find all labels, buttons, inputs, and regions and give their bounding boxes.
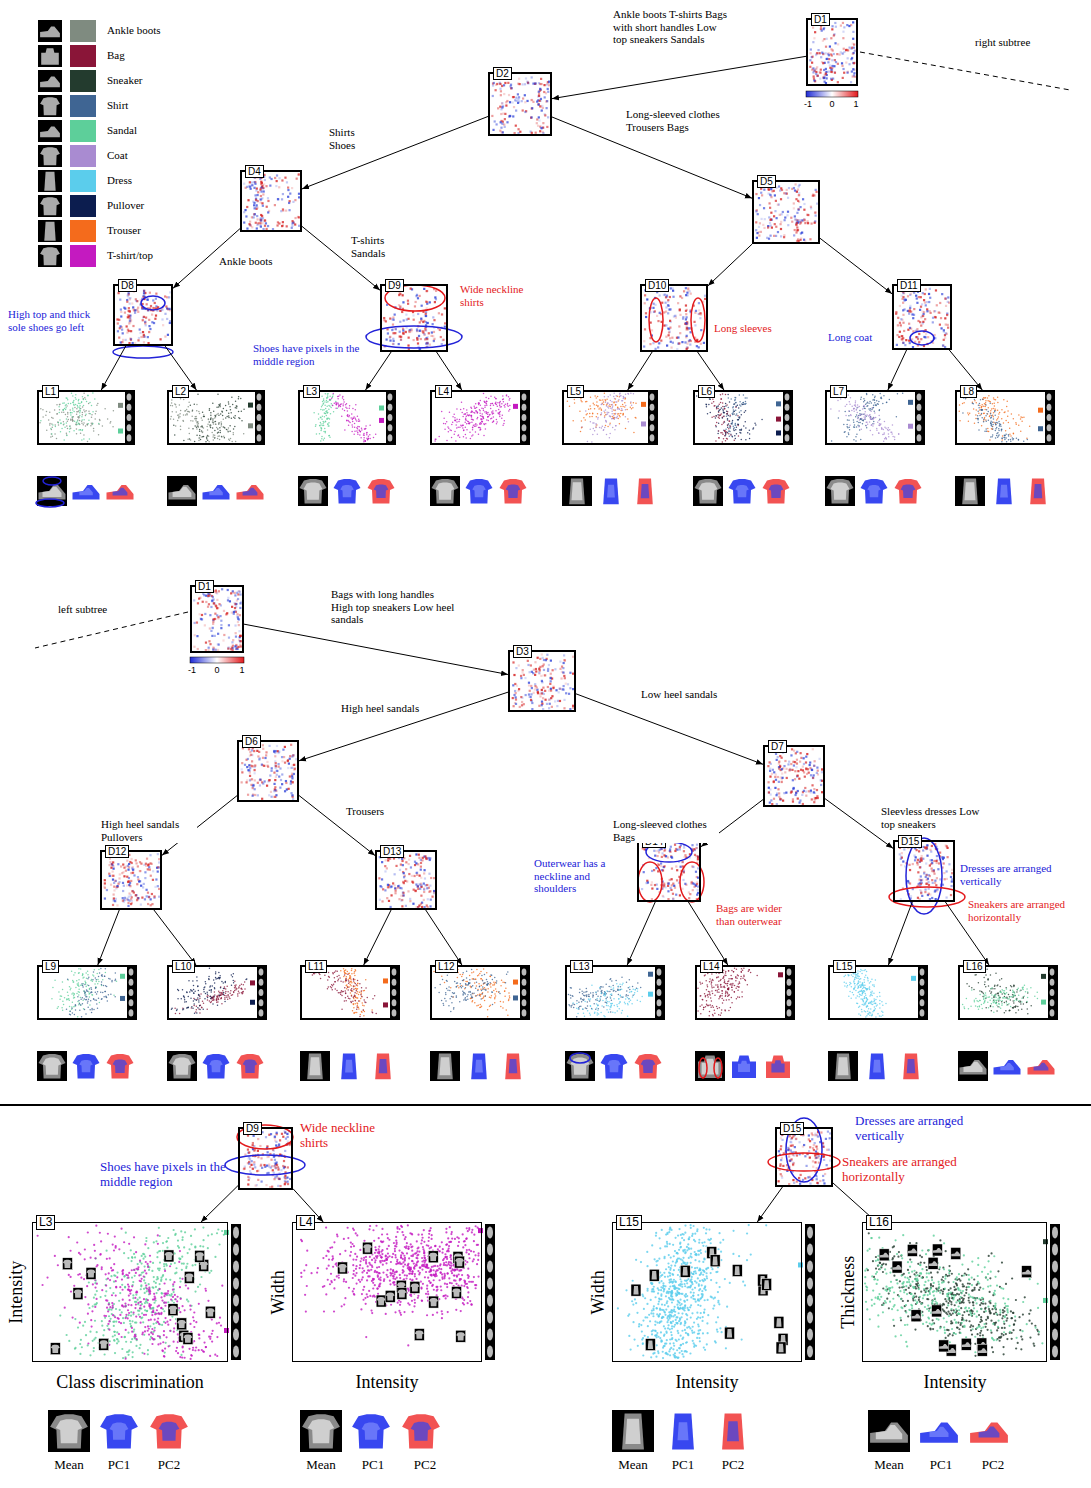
figure-stage: D1D2D4D5D8D9D10D11L1L2L3L4L5L6L7L8D1D3D6… [0, 0, 1091, 1488]
